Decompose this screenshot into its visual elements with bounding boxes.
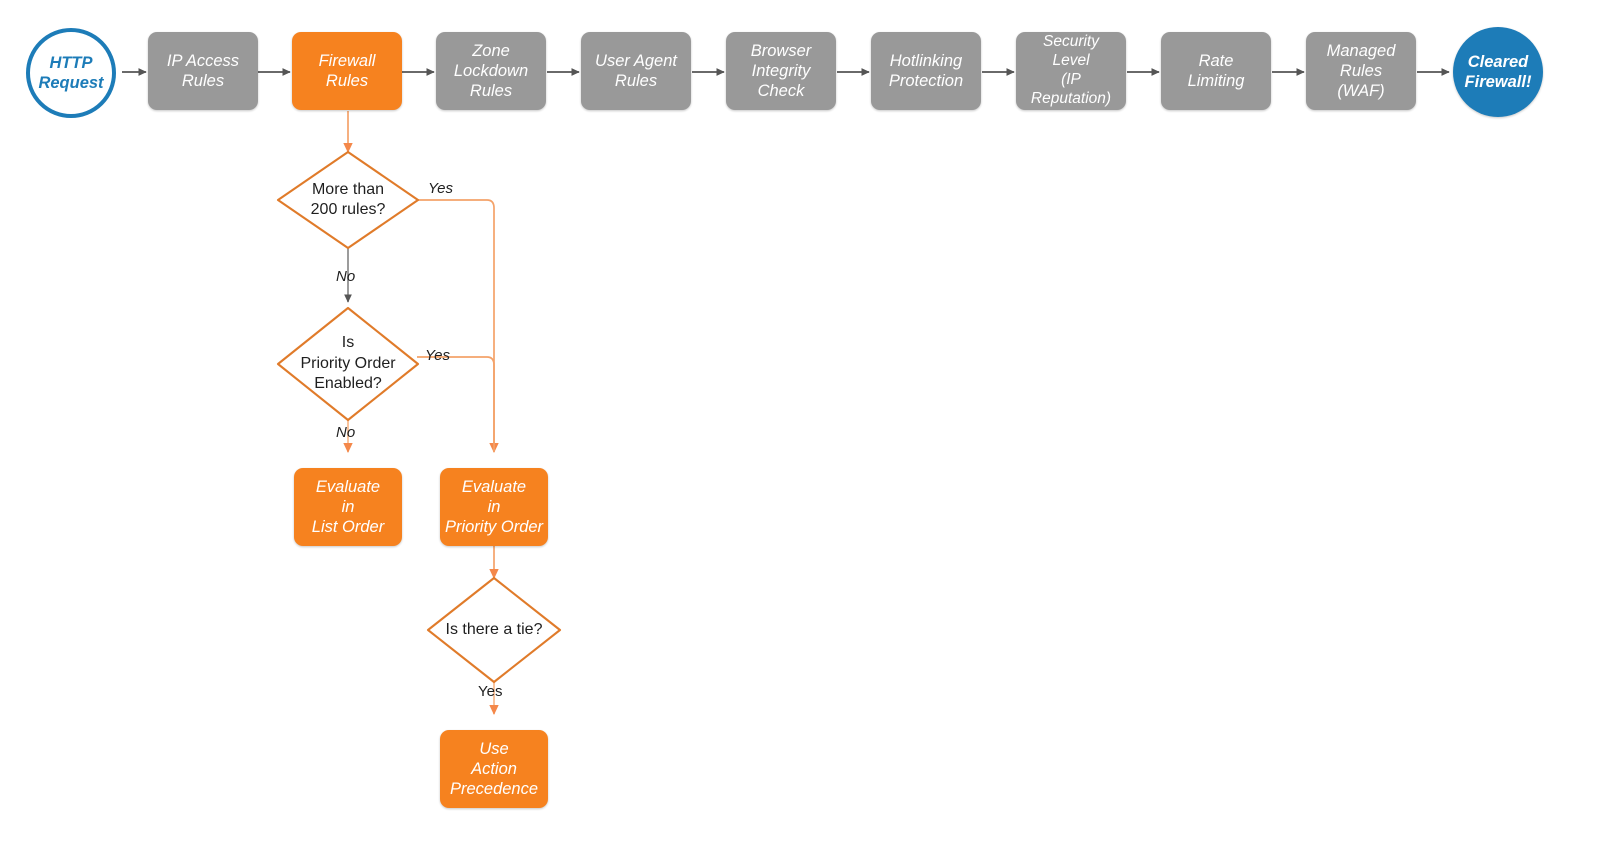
node-ip-access-rules[interactable]: IP Access Rules: [148, 32, 258, 110]
start-node-http-request[interactable]: HTTP Request: [26, 28, 116, 118]
node-firewall-rules[interactable]: Firewall Rules: [292, 32, 402, 110]
node-browser-integrity-check[interactable]: Browser Integrity Check: [726, 32, 836, 110]
decision-label-is-priority-order-enabled: Is Priority Order Enabled?: [300, 334, 396, 393]
edge-label-no-priority-order: No: [336, 424, 356, 441]
node-label-ip-access-rules: IP Access Rules: [166, 51, 240, 90]
end-node-cleared-firewall[interactable]: Cleared Firewall!: [1453, 27, 1543, 117]
decision-more-than-200-rules[interactable]: More than 200 rules?: [278, 152, 418, 248]
edge-label-no-200-rules: No: [336, 268, 356, 285]
node-user-agent-rules[interactable]: User Agent Rules: [581, 32, 691, 110]
edge-label-yes-priority-order: Yes: [425, 347, 451, 364]
decision-label-is-there-a-tie: Is there a tie?: [445, 620, 543, 638]
node-label-security-level-ip-reputation: Security Level (IP Reputation): [1030, 33, 1112, 107]
start-node-label: HTTP Request: [38, 53, 104, 92]
decision-shapes: [276, 150, 562, 684]
node-evaluate-in-priority-order[interactable]: Evaluate in Priority Order: [440, 468, 548, 546]
edge-label-yes-tie: Yes: [478, 683, 503, 700]
node-security-level-ip-reputation[interactable]: Security Level (IP Reputation): [1016, 32, 1126, 110]
decision-is-there-a-tie[interactable]: Is there a tie?: [428, 578, 560, 682]
node-label-zone-lockdown-rules: Zone Lockdown Rules: [453, 41, 529, 101]
node-label-evaluate-in-priority-order: Evaluate in Priority Order: [444, 477, 544, 537]
edge-decision2-yes: [417, 356, 495, 452]
edge-label-yes-200-rules: Yes: [428, 180, 454, 197]
decision-is-priority-order-enabled[interactable]: Is Priority Order Enabled?: [278, 308, 418, 420]
node-label-evaluate-in-list-order: Evaluate in List Order: [311, 477, 385, 537]
node-label-use-action-precedence: Use Action Precedence: [449, 739, 539, 799]
decision-shape-is-priority-order-enabled: [276, 306, 420, 422]
edge-decision1-yes: [417, 199, 499, 453]
node-label-hotlinking-protection: Hotlinking Protection: [888, 51, 964, 90]
node-label-browser-integrity-check: Browser Integrity Check: [750, 41, 812, 101]
node-managed-rules-waf[interactable]: Managed Rules (WAF): [1306, 32, 1416, 110]
decision-shape-more-than-200-rules: [276, 150, 420, 250]
node-rate-limiting[interactable]: Rate Limiting: [1161, 32, 1271, 110]
end-node-label: Cleared Firewall!: [1464, 52, 1532, 91]
node-label-user-agent-rules: User Agent Rules: [595, 51, 677, 90]
node-evaluate-in-list-order[interactable]: Evaluate in List Order: [294, 468, 402, 546]
node-label-firewall-rules: Firewall Rules: [318, 51, 376, 90]
node-label-managed-rules-waf: Managed Rules (WAF): [1326, 41, 1396, 101]
node-use-action-precedence[interactable]: Use Action Precedence: [440, 730, 548, 808]
node-zone-lockdown-rules[interactable]: Zone Lockdown Rules: [436, 32, 546, 110]
node-label-rate-limiting: Rate Limiting: [1187, 51, 1245, 90]
decision-label-more-than-200-rules: More than 200 rules?: [310, 180, 386, 218]
node-hotlinking-protection[interactable]: Hotlinking Protection: [871, 32, 981, 110]
decision-shape-is-there-a-tie: [426, 576, 562, 684]
